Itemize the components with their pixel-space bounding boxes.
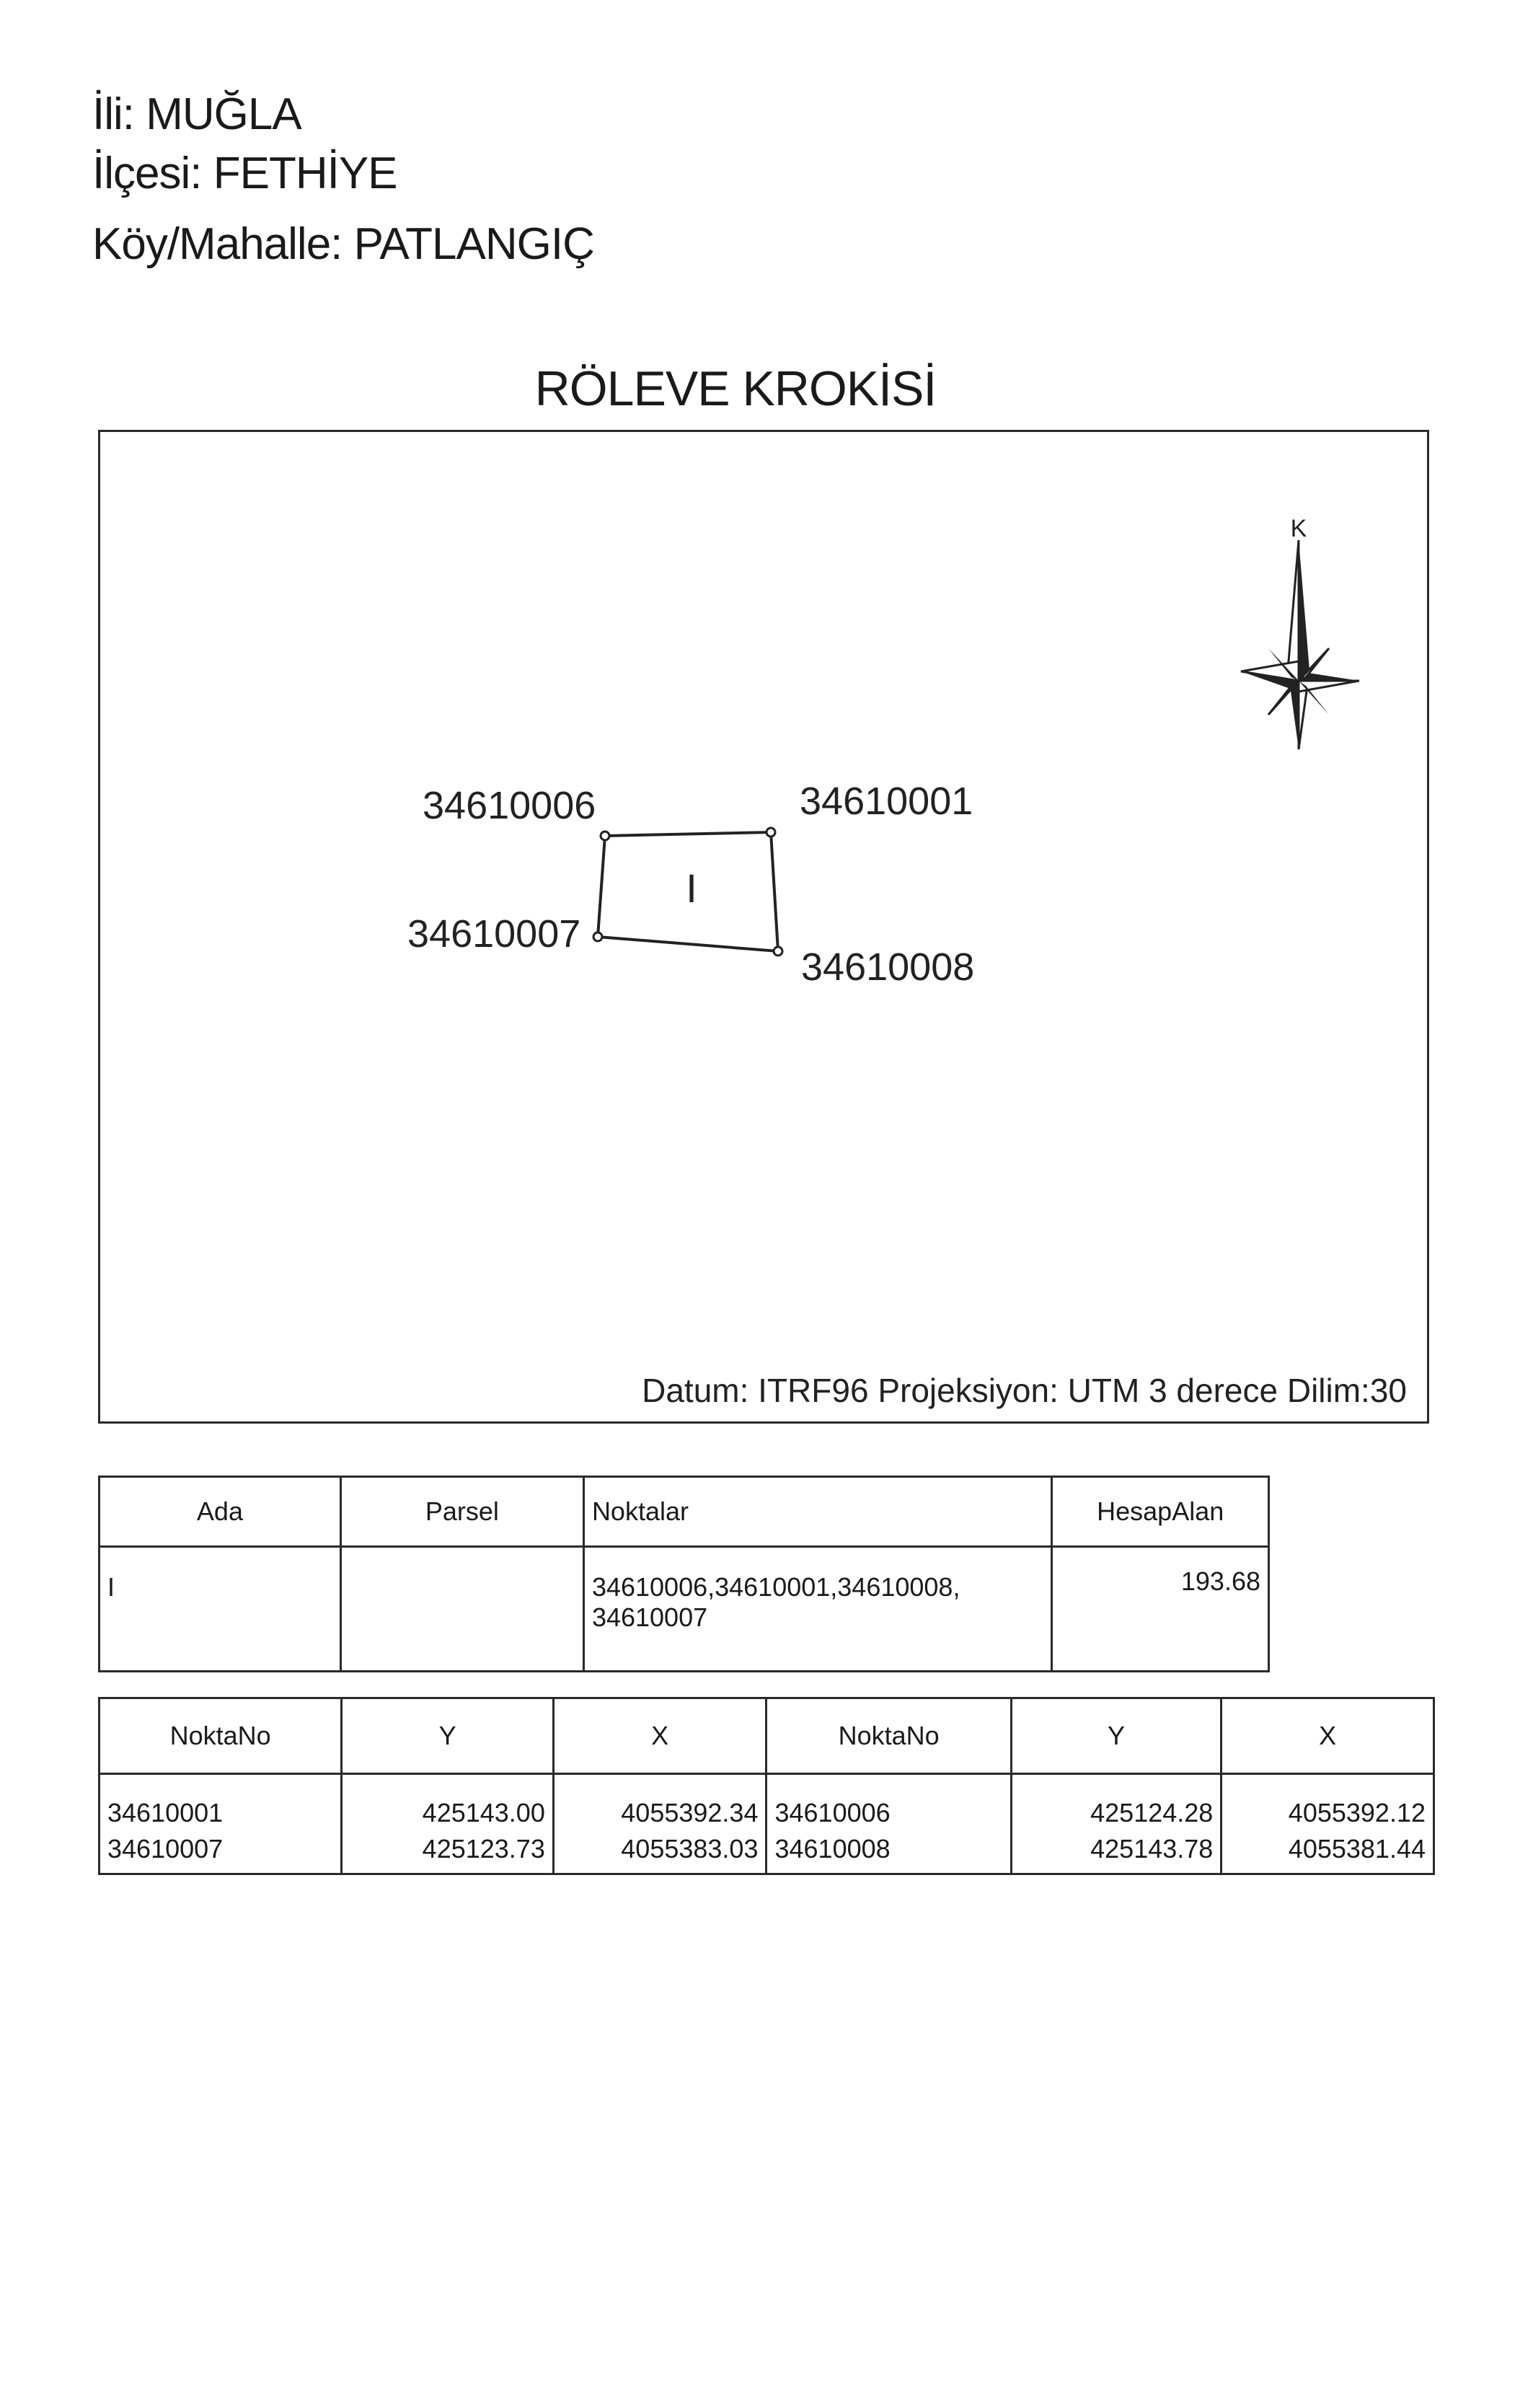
survey-sketch-frame: K I 34610006 34610001 34610007 34610008 … xyxy=(98,430,1429,1424)
column-header: NoktaNo xyxy=(765,1697,1012,1775)
nokta-no-cell: 34610001 34610007 xyxy=(97,1773,343,1875)
y-cell: 425124.28 425143.78 xyxy=(1010,1773,1223,1875)
point-label-34610006: 34610006 xyxy=(423,784,596,827)
column-header: HesapAlan xyxy=(1051,1476,1270,1548)
column-header: Ada xyxy=(98,1476,342,1548)
survey-point-marker xyxy=(765,826,777,838)
column-header: Noktalar xyxy=(582,1476,1053,1548)
table-row: I 34610006,34610001,34610008, 34610007 1… xyxy=(98,1545,1270,1672)
province-line: İli: MUĞLA xyxy=(92,89,302,139)
village-value: PATLANGIÇ xyxy=(353,219,595,269)
cell-value: 425143.00 xyxy=(422,1798,545,1827)
province-value: MUĞLA xyxy=(146,89,301,139)
survey-point-marker xyxy=(772,945,784,957)
province-label: İli: xyxy=(92,89,135,139)
cell-value: 4055383.03 xyxy=(621,1834,759,1864)
point-label-34610001: 34610001 xyxy=(800,780,973,823)
parcel-table: Ada Parsel Noktalar HesapAlan I 34610006… xyxy=(98,1476,1270,1672)
x-cell: 4055392.34 4055383.03 xyxy=(552,1773,768,1875)
district-value: FETHİYE xyxy=(213,149,398,198)
hesap-alan-cell: 193.68 xyxy=(1051,1545,1270,1672)
district-label: İlçesi: xyxy=(92,149,202,198)
parsel-cell xyxy=(339,1545,585,1672)
cell-value: 425124.28 xyxy=(1090,1798,1214,1827)
cell-value: 34610006 xyxy=(774,1798,891,1827)
x-cell: 4055392.12 4055381.44 xyxy=(1220,1773,1435,1875)
column-header: Parsel xyxy=(339,1476,585,1548)
column-header: Y xyxy=(1010,1697,1223,1775)
cell-value: 34610007 xyxy=(107,1834,224,1864)
page-title: RÖLEVE KROKİSİ xyxy=(534,361,937,416)
village-line: Köy/Mahalle: PATLANGIÇ xyxy=(92,219,595,269)
cell-value: 4055392.12 xyxy=(1288,1798,1426,1827)
north-arrow-icon: K xyxy=(1240,515,1360,750)
coordinate-table: NoktaNo Y X NoktaNo Y X 34610001 3461000… xyxy=(97,1697,1435,1875)
point-label-34610007: 34610007 xyxy=(407,912,580,956)
nokta-no-cell: 34610006 34610008 xyxy=(765,1773,1012,1875)
ada-cell: I xyxy=(98,1545,342,1672)
north-label: K xyxy=(1291,515,1307,542)
noktalar-cell: 34610006,34610001,34610008, 34610007 xyxy=(582,1545,1053,1672)
datum-note: Datum: ITRF96 Projeksiyon: UTM 3 derece … xyxy=(642,1372,1407,1409)
noktalar-line: 34610006,34610001,34610008, xyxy=(591,1572,960,1602)
cell-value: 425123.73 xyxy=(422,1834,545,1864)
table-row: 34610001 34610007 425143.00 425123.73 40… xyxy=(97,1773,1435,1875)
cell-value: 34610008 xyxy=(774,1834,891,1864)
village-label: Köy/Mahalle: xyxy=(92,219,343,269)
column-header: X xyxy=(552,1697,768,1775)
district-line: İlçesi: FETHİYE xyxy=(92,149,398,198)
y-cell: 425143.00 425123.73 xyxy=(340,1773,555,1875)
cell-value: 4055392.34 xyxy=(621,1798,759,1827)
parcel-label: I xyxy=(686,865,697,911)
column-header: NoktaNo xyxy=(97,1697,343,1775)
cell-value: 34610001 xyxy=(107,1798,224,1827)
table-header-row: Ada Parsel Noktalar HesapAlan xyxy=(98,1476,1270,1548)
cell-value: 4055381.44 xyxy=(1288,1834,1426,1864)
point-label-34610008: 34610008 xyxy=(801,945,974,989)
survey-point-marker xyxy=(599,830,611,842)
table-header-row: NoktaNo Y X NoktaNo Y X xyxy=(97,1697,1435,1775)
survey-point-marker xyxy=(592,931,604,943)
cell-value: 425143.78 xyxy=(1090,1834,1214,1864)
noktalar-line: 34610007 xyxy=(591,1602,708,1632)
column-header: Y xyxy=(340,1697,555,1775)
column-header: X xyxy=(1220,1697,1435,1775)
survey-sketch: K I 34610006 34610001 34610007 34610008 … xyxy=(407,515,1407,1409)
